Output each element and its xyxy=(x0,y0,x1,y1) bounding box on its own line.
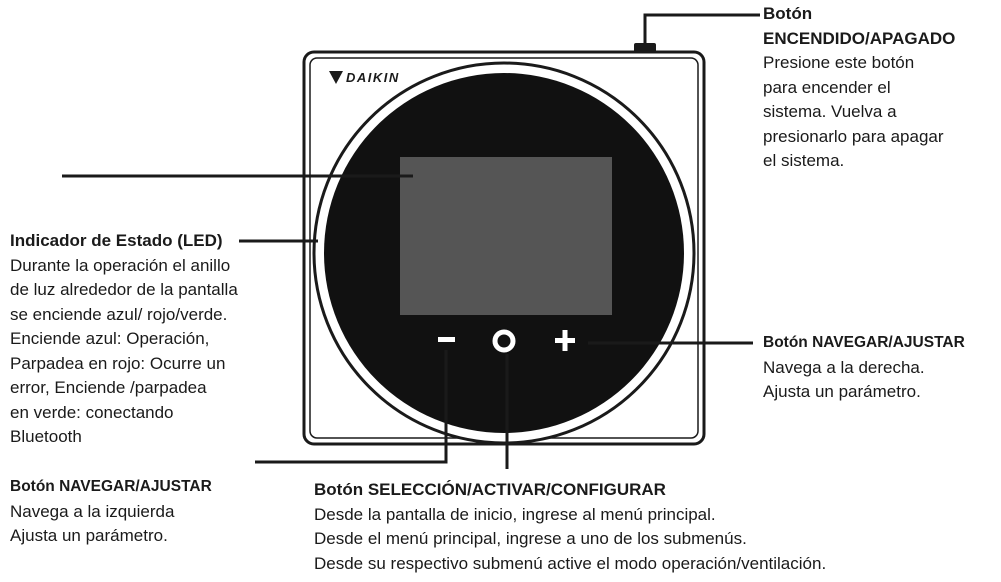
select-button-annotation: Botón SELECCIÓN/ACTIVAR/CONFIGURAR Desde… xyxy=(314,478,826,576)
status-led-title: Indicador de Estado (LED) xyxy=(10,231,223,250)
plus-button[interactable] xyxy=(555,330,575,351)
nav-right-annotation: Botón NAVEGAR/AJUSTAR Navega a la derech… xyxy=(763,331,965,405)
select-button-title: Botón SELECCIÓN/ACTIVAR/CONFIGURAR xyxy=(314,480,666,499)
status-led-annotation: Indicador de Estado (LED) Durante la ope… xyxy=(10,229,238,450)
nav-left-description: Navega a la izquierda Ajusta un parámetr… xyxy=(10,501,175,546)
select-button-description: Desde la pantalla de inicio, ingrese al … xyxy=(314,504,827,573)
leader-lines xyxy=(62,13,760,469)
nav-right-title: Botón NAVEGAR/AJUSTAR xyxy=(763,334,965,351)
power-button-title-line2: ENCENDIDO/APAGADO xyxy=(763,28,956,48)
power-leader-line xyxy=(643,13,760,43)
select-button[interactable] xyxy=(492,329,516,353)
power-button-title-line1: Botón xyxy=(763,4,813,23)
status-led-description: Durante la operación el anillo de luz al… xyxy=(10,255,238,447)
nav-left-title: Botón NAVEGAR/AJUSTAR xyxy=(10,478,212,495)
daikin-logo-icon xyxy=(329,71,343,84)
nav-left-annotation: Botón NAVEGAR/AJUSTAR Navega a la izquie… xyxy=(10,475,212,549)
minus-button[interactable] xyxy=(438,337,455,342)
power-button-annotation: Botón ENCENDIDO/APAGADO Presione este bo… xyxy=(763,2,955,174)
brand-logo-text: DAIKIN xyxy=(346,70,400,85)
nav-right-description: Navega a la derecha. Ajusta un parámetro… xyxy=(763,357,925,402)
power-button-description: Presione este botón para encender el sis… xyxy=(763,53,944,170)
display-screen xyxy=(400,157,612,315)
nav-left-leader-line xyxy=(255,350,448,464)
